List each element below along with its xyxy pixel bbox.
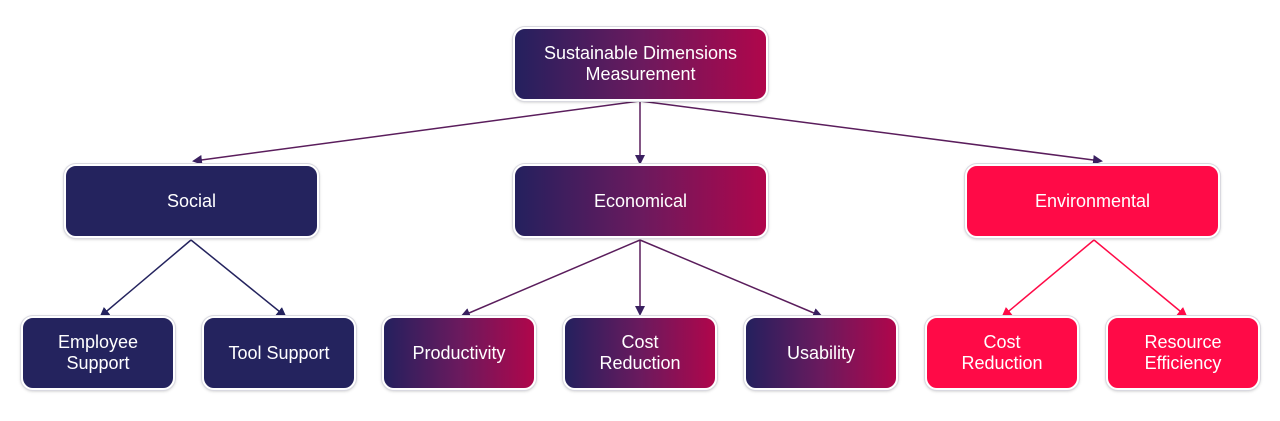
leaf-usability-label: Usability [786,342,856,363]
root-node-label: Sustainable Dimensions Measurement [543,43,738,84]
leaf-usability: Usability [744,316,898,390]
leaf-environmental-cost-reduction: Cost Reduction [925,316,1079,390]
dimension-environmental-label: Environmental [1034,190,1151,211]
dimension-economical-label: Economical [593,190,688,211]
edge-economical-usability [639,239,823,318]
dimension-social-label: Social [166,190,217,211]
leaf-productivity-label: Productivity [412,342,506,363]
edge-social-employee-support [99,239,192,318]
edge-root-social [192,100,641,165]
leaf-economical-cost-reduction: Cost Reduction [563,316,717,390]
leaf-employee-support-label: Employee Support [57,332,139,373]
dimension-social: Social [64,164,319,238]
leaf-tool-support-label: Tool Support [228,342,330,363]
leaf-economical-cost-reduction-label: Cost Reduction [599,332,681,373]
dimension-environmental: Environmental [965,164,1220,238]
leaf-resource-efficiency: Resource Efficiency [1106,316,1260,390]
edge-social-tool-support [190,239,287,318]
edge-environmental-cost-reduction [1001,239,1095,318]
leaf-employee-support: Employee Support [21,316,175,390]
leaf-productivity: Productivity [382,316,536,390]
edge-environmental-resource-efficiency [1093,239,1188,318]
dimension-economical: Economical [513,164,768,238]
edge-economical-productivity [460,239,641,318]
leaf-tool-support: Tool Support [202,316,356,390]
leaf-environmental-cost-reduction-label: Cost Reduction [961,332,1043,373]
root-node: Sustainable Dimensions Measurement [513,27,768,101]
edge-root-environmental [639,100,1103,165]
leaf-resource-efficiency-label: Resource Efficiency [1144,332,1222,373]
